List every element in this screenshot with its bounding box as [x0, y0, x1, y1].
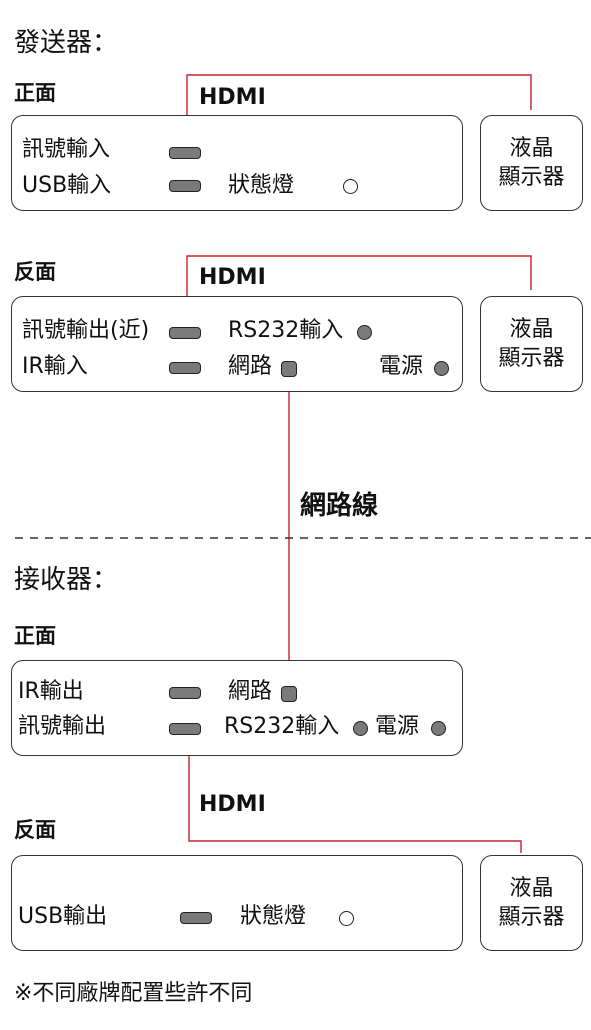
sender-rs232-input-port [357, 325, 372, 340]
receiver-back-heading: 反面 [14, 818, 56, 842]
sender-back-lcd: 液晶 顯示器 [480, 296, 583, 392]
sender-network-port [281, 361, 297, 377]
sender-front-hdmi-label: HDMI [199, 85, 266, 110]
signal-input-label: 訊號輸入 [22, 137, 111, 162]
ir-input-port [169, 362, 201, 374]
sender-power-label: 電源 [379, 354, 424, 379]
lcd-line1: 液晶 [509, 135, 554, 161]
sender-back-hdmi-label: HDMI [199, 265, 266, 290]
lcd-line1: 液晶 [509, 316, 554, 342]
receiver-status-led-label: 狀態燈 [240, 904, 307, 929]
lcd-line2: 顯示器 [498, 346, 565, 371]
receiver-front-heading: 正面 [14, 624, 56, 648]
receiver-rs232-input-label: RS232輸入 [224, 714, 340, 739]
network-cable-label: 網路線 [300, 491, 379, 521]
sender-back-panel [11, 296, 463, 392]
sender-front-heading: 正面 [14, 81, 56, 105]
usb-input-port [169, 180, 201, 192]
sender-back-heading: 反面 [14, 260, 56, 284]
usb-output-port [180, 912, 212, 924]
receiver-title: 接收器： [14, 565, 119, 595]
sender-front-panel [11, 115, 463, 211]
receiver-back-lcd: 液晶 顯示器 [480, 855, 583, 951]
signal-input-port [169, 147, 201, 159]
sender-power-port [434, 361, 449, 376]
receiver-status-led [339, 911, 354, 926]
ir-input-label: IR輸入 [22, 354, 88, 379]
receiver-back-panel [11, 855, 463, 951]
sender-status-led-label: 狀態燈 [228, 173, 295, 198]
receiver-signal-output-port [169, 723, 201, 735]
receiver-hdmi-label: HDMI [199, 792, 266, 817]
receiver-front-panel [11, 660, 463, 756]
receiver-power-port [431, 721, 446, 736]
ir-output-port [169, 687, 201, 699]
usb-input-label: USB輸入 [22, 173, 112, 198]
receiver-rs232-input-port [353, 721, 368, 736]
sender-status-led [343, 179, 358, 194]
lcd-line2: 顯示器 [498, 905, 565, 930]
lcd-line1: 液晶 [509, 875, 554, 901]
receiver-power-label: 電源 [375, 714, 420, 739]
ir-output-label: IR輸出 [18, 679, 84, 704]
footnote: ※不同廠牌配置些許不同 [14, 981, 253, 1006]
sender-title: 發送器： [14, 28, 119, 58]
receiver-signal-output-label: 訊號輸出 [18, 714, 107, 739]
signal-output-near-label: 訊號輸出(近) [22, 318, 150, 343]
signal-output-near-port [169, 327, 201, 339]
usb-output-label: USB輸出 [18, 904, 108, 929]
lcd-line2: 顯示器 [498, 165, 565, 190]
sender-rs232-input-label: RS232輸入 [228, 318, 344, 343]
sender-front-lcd: 液晶 顯示器 [480, 115, 583, 211]
sender-network-label: 網路 [228, 354, 273, 379]
receiver-network-port [281, 686, 297, 702]
receiver-network-label: 網路 [228, 679, 273, 704]
